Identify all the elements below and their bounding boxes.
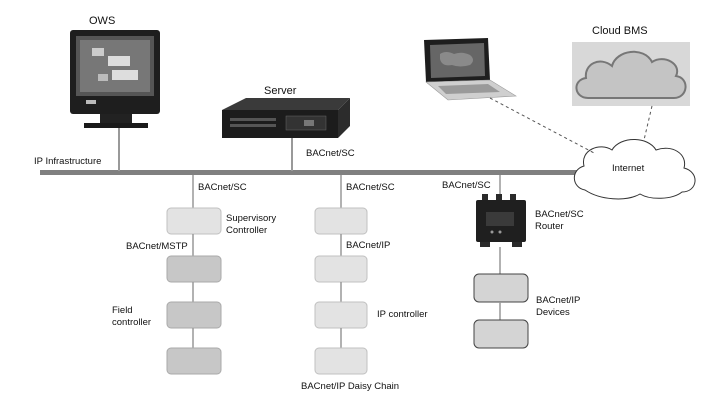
router-device-icon (476, 194, 526, 247)
ip-infrastructure-label: IP Infrastructure (34, 156, 102, 167)
branch3-bacnet-sc-label: BACnet/SC (442, 180, 491, 191)
ows-label: OWS (89, 15, 116, 27)
mstp-controller-box-1 (166, 255, 222, 283)
bacnet-mstp-label: BACnet/MSTP (126, 241, 188, 252)
monitor-icon (70, 30, 160, 128)
ip-controller-box-1 (314, 207, 368, 235)
field-label-line2: controller (112, 317, 152, 328)
cloud-icon (575, 51, 687, 99)
cloud-bms-label: Cloud BMS (592, 25, 648, 37)
devices-label-line2: Devices (536, 307, 570, 318)
internet-label: Internet (612, 163, 645, 174)
branch2-bacnet-sc-label: BACnet/SC (346, 182, 395, 193)
server-label: Server (264, 85, 297, 97)
supervisory-label-line1: Supervisory (226, 213, 277, 224)
field-controller-box (166, 301, 222, 329)
router-label-line2: Router (535, 221, 564, 232)
ip-device-box-1 (473, 273, 529, 303)
internet-cloud-icon (573, 139, 696, 200)
supervisory-label-line2: Controller (226, 225, 268, 236)
ip-controller-box-3 (314, 301, 368, 329)
daisy-chain-label: BACnet/IP Daisy Chain (301, 381, 400, 392)
branch1-bacnet-sc-label: BACnet/SC (198, 182, 247, 193)
field-label-line1: Field (112, 305, 133, 316)
cloud-internet-link (643, 105, 653, 141)
ip-device-box-2 (473, 319, 529, 349)
supervisory-controller-box (166, 207, 222, 235)
branch2-bacnet-ip-label: BACnet/IP (346, 240, 391, 251)
ip-controller-box-4 (314, 347, 368, 375)
server-bacnet-sc-label: BACnet/SC (306, 148, 355, 159)
devices-label-line1: BACnet/IP (536, 295, 581, 306)
laptop-icon (424, 38, 517, 101)
ip-backbone (40, 170, 592, 175)
rack-server-icon (222, 98, 350, 138)
mstp-controller-box-3 (166, 347, 222, 375)
ip-controller-label: IP controller (377, 309, 428, 320)
router-label-line1: BACnet/SC (535, 209, 584, 220)
laptop-internet-link (489, 97, 597, 155)
ip-controller-box-2 (314, 255, 368, 283)
